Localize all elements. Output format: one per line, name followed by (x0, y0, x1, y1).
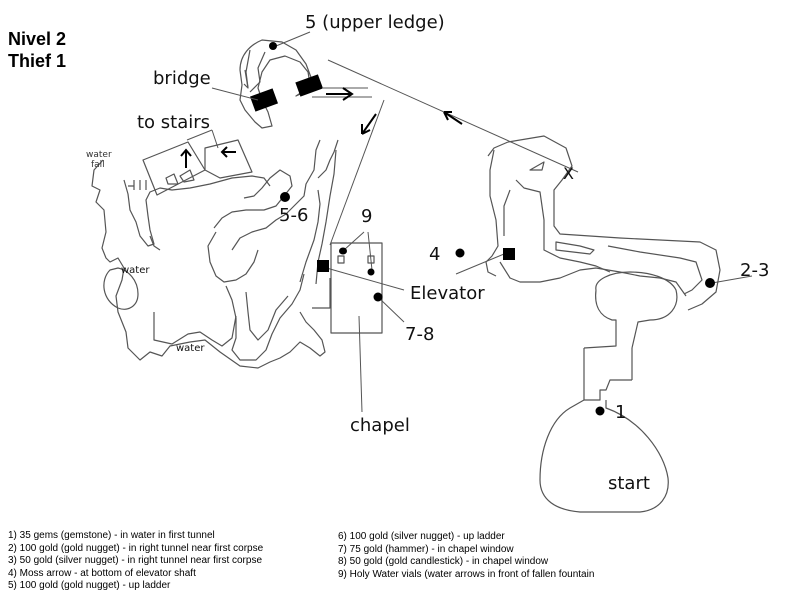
level-title: Nivel 2 (8, 29, 67, 49)
item-marker-9b (367, 268, 375, 276)
label-elevator: Elevator (410, 283, 485, 304)
leader-elevator-left (322, 266, 405, 291)
label-9: 9 (361, 206, 372, 227)
item-marker-1 (595, 406, 605, 416)
label-4: 4 (429, 244, 440, 265)
leader-9a (343, 231, 365, 251)
item-marker-2-3 (705, 278, 715, 288)
label-bridge: bridge (153, 68, 211, 89)
legend-item: 3) 50 gold (silver nugget) - in right tu… (8, 555, 263, 566)
leader-elevator-right (455, 253, 505, 275)
label-upper-ledge: 5 (upper ledge) (305, 12, 445, 33)
label-water-2: water (176, 343, 205, 354)
label-5-6: 5-6 (279, 205, 308, 226)
item-marker-9a (339, 247, 347, 255)
leader-upper-ledge (275, 31, 311, 47)
legend-item: 8) 50 gold (gold candlestick) - in chape… (338, 556, 549, 567)
label-water-fall-1: water (86, 150, 112, 160)
legend-item: 9) Holy Water vials (water arrows in fro… (338, 568, 595, 580)
chapel-building (330, 242, 383, 413)
legend-item: 2) 100 gold (gold nugget) - in right tun… (8, 542, 264, 554)
legend-item: 4) Moss arrow - at bottom of elevator sh… (8, 567, 196, 579)
label-chapel: chapel (350, 415, 410, 436)
arrow-down-left-icon (361, 113, 377, 135)
legend-item: 1) 35 gems (gemstone) - in water in firs… (8, 530, 215, 541)
leader-bridge (211, 87, 259, 101)
label-start: start (608, 473, 650, 494)
legend-item: 5) 100 gold (gold nugget) - up ladder (8, 580, 171, 591)
map-title: Nivel 2 Thief 1 (8, 28, 66, 72)
label-to-stairs: to stairs (137, 112, 210, 133)
elevator-marker-left (317, 260, 329, 272)
item-marker-5-6 (280, 192, 290, 202)
arrow-up-left-icon (443, 111, 463, 125)
right-cave-network (485, 135, 721, 513)
leader-2-3 (711, 275, 753, 284)
label-water-fall-2: fall (91, 160, 105, 170)
left-cave-network (91, 139, 339, 369)
label-2-3: 2-3 (740, 260, 769, 281)
item-marker-4 (455, 248, 465, 258)
bridge-block-left (249, 88, 279, 112)
item-marker-5 (269, 42, 277, 50)
legend-item: 7) 75 gold (hammer) - in chapel window (338, 543, 514, 555)
label-7-8: 7-8 (405, 324, 434, 345)
bridge-block-right (295, 74, 324, 97)
stairs-area (142, 129, 253, 196)
x-marker: X (563, 164, 574, 183)
legend-item: 6) 100 gold (silver nugget) - up ladder (338, 531, 505, 542)
leader-7-8 (377, 296, 405, 323)
legend-left-column: 1) 35 gems (gemstone) - in water in firs… (8, 530, 263, 593)
mission-title: Thief 1 (8, 51, 67, 71)
legend-right-column: 6) 100 gold (silver nugget) - up ladder … (338, 531, 594, 581)
label-water-1: water (121, 265, 150, 276)
leader-9b (367, 231, 373, 271)
elevator-marker-right (503, 248, 515, 260)
item-marker-7-8 (373, 292, 383, 302)
arrow-right-icon (326, 87, 354, 101)
label-1: 1 (615, 402, 626, 423)
